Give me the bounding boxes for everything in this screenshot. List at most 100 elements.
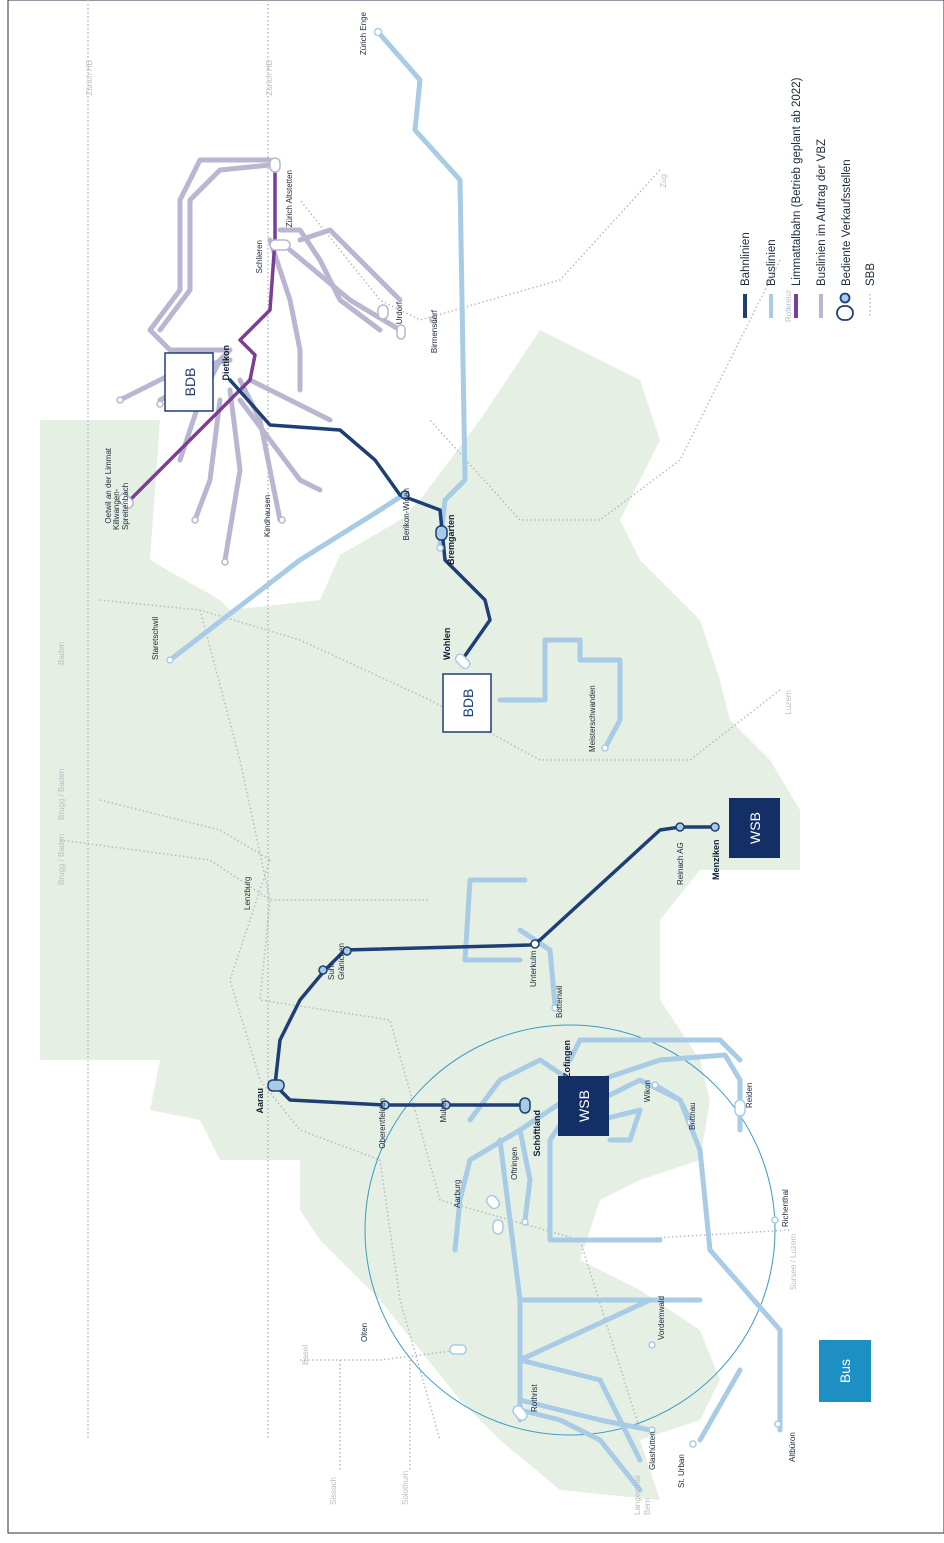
label-olten: Olten [360,1323,369,1342]
station-capsule-icon [435,525,448,541]
label-muhen: Muhen [439,1098,448,1122]
station-dot-icon [689,1440,697,1448]
wsb-label-bottom: WSB [576,1090,592,1122]
station-dot-icon [380,1100,390,1110]
station-dot-icon [221,558,229,566]
bdb-label-mid: BDB [460,689,476,718]
legend: Bahnlinien Buslinien Limmattalbahn (Betr… [740,77,877,321]
label-menziken: Menziken [711,839,721,880]
dest-solothurn: Solothurn [401,1471,410,1505]
station-capsule-icon [267,1079,285,1092]
label-zuerich-altstetten: Zürich Altstetten [285,170,294,227]
station-capsule-icon [519,1097,531,1114]
station-dot-icon [429,316,437,324]
station-dot-icon [648,1426,656,1434]
label-rothrist: Rothrist [530,1384,539,1412]
station-dot-icon [436,544,444,552]
label-glashuetten: Glashütten [648,1431,657,1470]
dest-basel: Basel [301,1345,310,1365]
station-capsule-icon [485,1194,501,1210]
destination-labels: Zürich HB Zürich HB Zug Baden Rotkreuz L… [57,60,798,1515]
label-zofingen: Zofingen [562,1040,572,1078]
legend-verkaufsstellen: Bediente Verkaufsstellen [841,159,853,286]
label-vordemwald: Vordemwald [657,1296,666,1340]
dest-luzern: Luzern [784,690,793,714]
label-lenzburg: Lenzburg [243,877,252,910]
label-st-urban: St. Urban [677,1454,686,1488]
label-richenthal: Richenthal [781,1189,790,1227]
label-dietikon: Dietikon [221,345,231,381]
label-kindhausen: Kindhausen [263,495,272,537]
label-graenichen: Gränichen [337,943,346,980]
dest-langenthal: Langenthal [633,1475,642,1515]
label-meisterschwanden: Meisterschwanden [588,685,597,752]
legend-limmattalbahn: Limmattalbahn (Betrieb geplant ab 2022) [791,77,803,286]
station-dot-icon [839,292,851,304]
bus-label: Bus [837,1359,853,1383]
label-oftringen: Oftringen [510,1147,519,1180]
label-birmensdorf: Birmensdorf [430,309,439,353]
station-labels: Zürich Enge Zürich Altstetten Schlieren … [104,11,797,1488]
label-oberentfelden: Oberentfelden [378,1098,387,1149]
label-altbueron: Altbüron [788,1432,797,1462]
label-schoeftland: Schöftland [532,1110,542,1157]
station-capsule-icon [269,239,291,251]
label-wikon: Wikon [643,1080,652,1102]
dest-brugg-baden-2: Brugg / Baden [57,834,66,885]
legend-buslinien: Buslinien [766,239,778,286]
label-staretschwil: Staretschwil [151,617,160,660]
station-capsule-icon [396,324,406,340]
station-capsule-icon [492,1219,504,1235]
bus-box: Bus [819,1340,871,1402]
dest-sissach: Sissach [329,1477,338,1505]
station-capsule-icon [269,157,281,173]
station-dot-icon [551,1004,559,1012]
wsb-label-top: WSB [747,812,763,844]
station-capsule-icon [836,305,854,321]
bus-service-circle [364,1024,776,1436]
dest-brugg-baden-1: Brugg / Baden [57,769,66,820]
wsb-box-bottom: WSB [558,1076,609,1136]
station-dot-icon [771,1216,779,1224]
label-berikon: Berikon-Widen [402,488,411,540]
legend-sbb: SBB [865,263,877,286]
dest-rotkreuz: Rotkreuz [784,290,793,322]
wsb-box-top: WSB [729,798,780,858]
label-bremgarten: Bremgarten [446,514,456,565]
label-schlieren: Schlieren [255,240,264,273]
bdb-box-mid: BDB [442,673,492,733]
label-aarau: Aarau [255,1088,265,1114]
station-capsule-icon [377,304,389,320]
service-region-area [40,330,800,1500]
station-dot-icon [686,1118,694,1126]
dest-zuerich-hb-2: Zürich HB [265,60,274,96]
station-dot-icon [191,516,199,524]
dest-zuerich-hb-1: Zürich HB [85,60,94,96]
label-killwangen: Killwangen- [112,488,121,530]
station-dot-icon [342,946,352,956]
dest-zug: Zug [659,174,668,188]
station-dot-icon [373,27,383,37]
station-dot-icon [774,1420,782,1428]
station-capsule-icon [454,653,471,670]
label-brittnau: Brittnau [688,1102,697,1130]
legend-vbz: Buslinien im Auftrag der VBZ [816,139,828,286]
station-dot-icon [441,1100,451,1110]
legend-bahnlinien: Bahnlinien [740,232,752,286]
station-dot-icon [710,822,720,832]
bdb-label-top: BDB [182,368,198,397]
station-dot-icon [116,396,124,404]
station-dot-icon [675,822,685,832]
station-dot-icon [318,965,328,975]
dest-sursee-luzern: Sursee / Luzern [789,1234,798,1290]
label-aarburg: Aarburg [453,1180,462,1208]
station-dot-icon [530,939,540,949]
station-dot-icon [648,1341,656,1349]
label-unterkulm: Unterkulm [529,950,538,987]
label-zuerich-enge: Zürich Enge [359,11,368,55]
station-dot-icon [166,656,174,664]
dest-baden: Baden [57,642,66,665]
label-reiden: Reiden [745,1083,754,1108]
label-wohlen: Wohlen [442,628,452,660]
